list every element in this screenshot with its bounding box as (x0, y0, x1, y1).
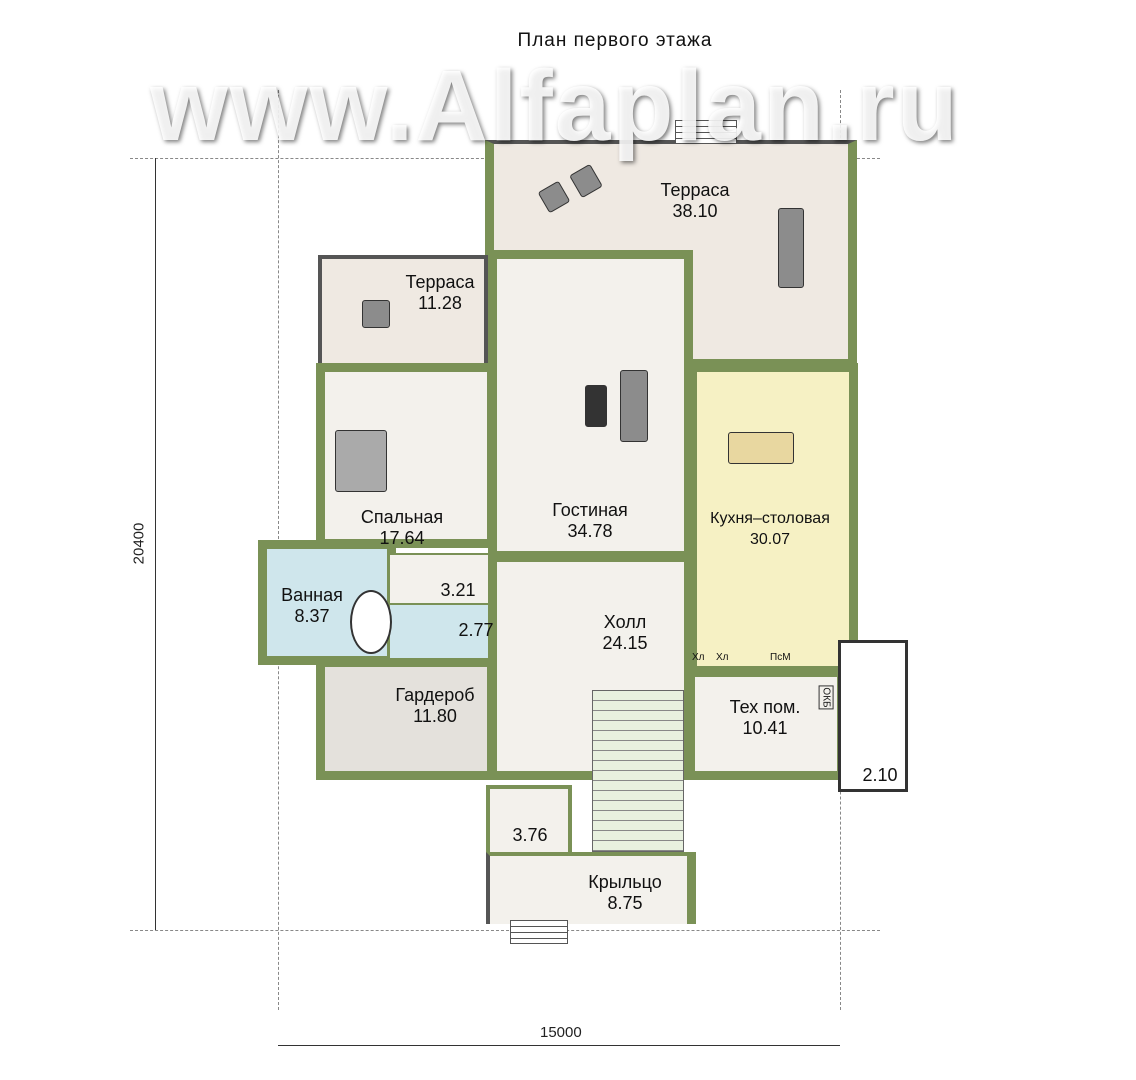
room-label-tech: Тех пом.10.41 (729, 697, 801, 738)
fridge-label: Хл (692, 652, 705, 663)
plan-title: План первого этажа (517, 30, 713, 51)
porch-steps (510, 920, 568, 944)
boiler-label: ОКБ (818, 685, 834, 710)
room-porch (486, 852, 696, 924)
room-vestibule (486, 785, 572, 857)
terrace-steps (675, 120, 737, 144)
watermark: www.Alfaplan.ru (150, 50, 960, 162)
room-vestibule-side (838, 640, 908, 792)
axis-line-bottom (130, 930, 880, 931)
height-dimension-line (155, 158, 156, 930)
bed (335, 430, 387, 492)
height-dimension: 20400 (130, 522, 148, 565)
sofa (620, 370, 648, 442)
terrace-small-table (362, 300, 390, 328)
terrace-dining-table (778, 208, 804, 288)
room-label-storage: 3.21 (440, 580, 476, 600)
dishwasher-label: ПсМ (770, 652, 791, 663)
staircase (592, 690, 684, 852)
width-dimension: 15000 (540, 1024, 582, 1041)
width-dimension-line (278, 1045, 840, 1046)
room-label-vestibule-side: 2.10 (862, 765, 898, 785)
kitchen-dining-table (728, 432, 794, 464)
room-label-wc: 2.77 (458, 620, 494, 640)
room-wardrobe (316, 658, 496, 780)
bathtub (350, 590, 392, 654)
room-label-vestibule: 3.76 (512, 825, 548, 845)
fridge-label: Хл (716, 652, 729, 663)
coffee-table (585, 385, 607, 427)
room-bedroom (316, 363, 496, 548)
